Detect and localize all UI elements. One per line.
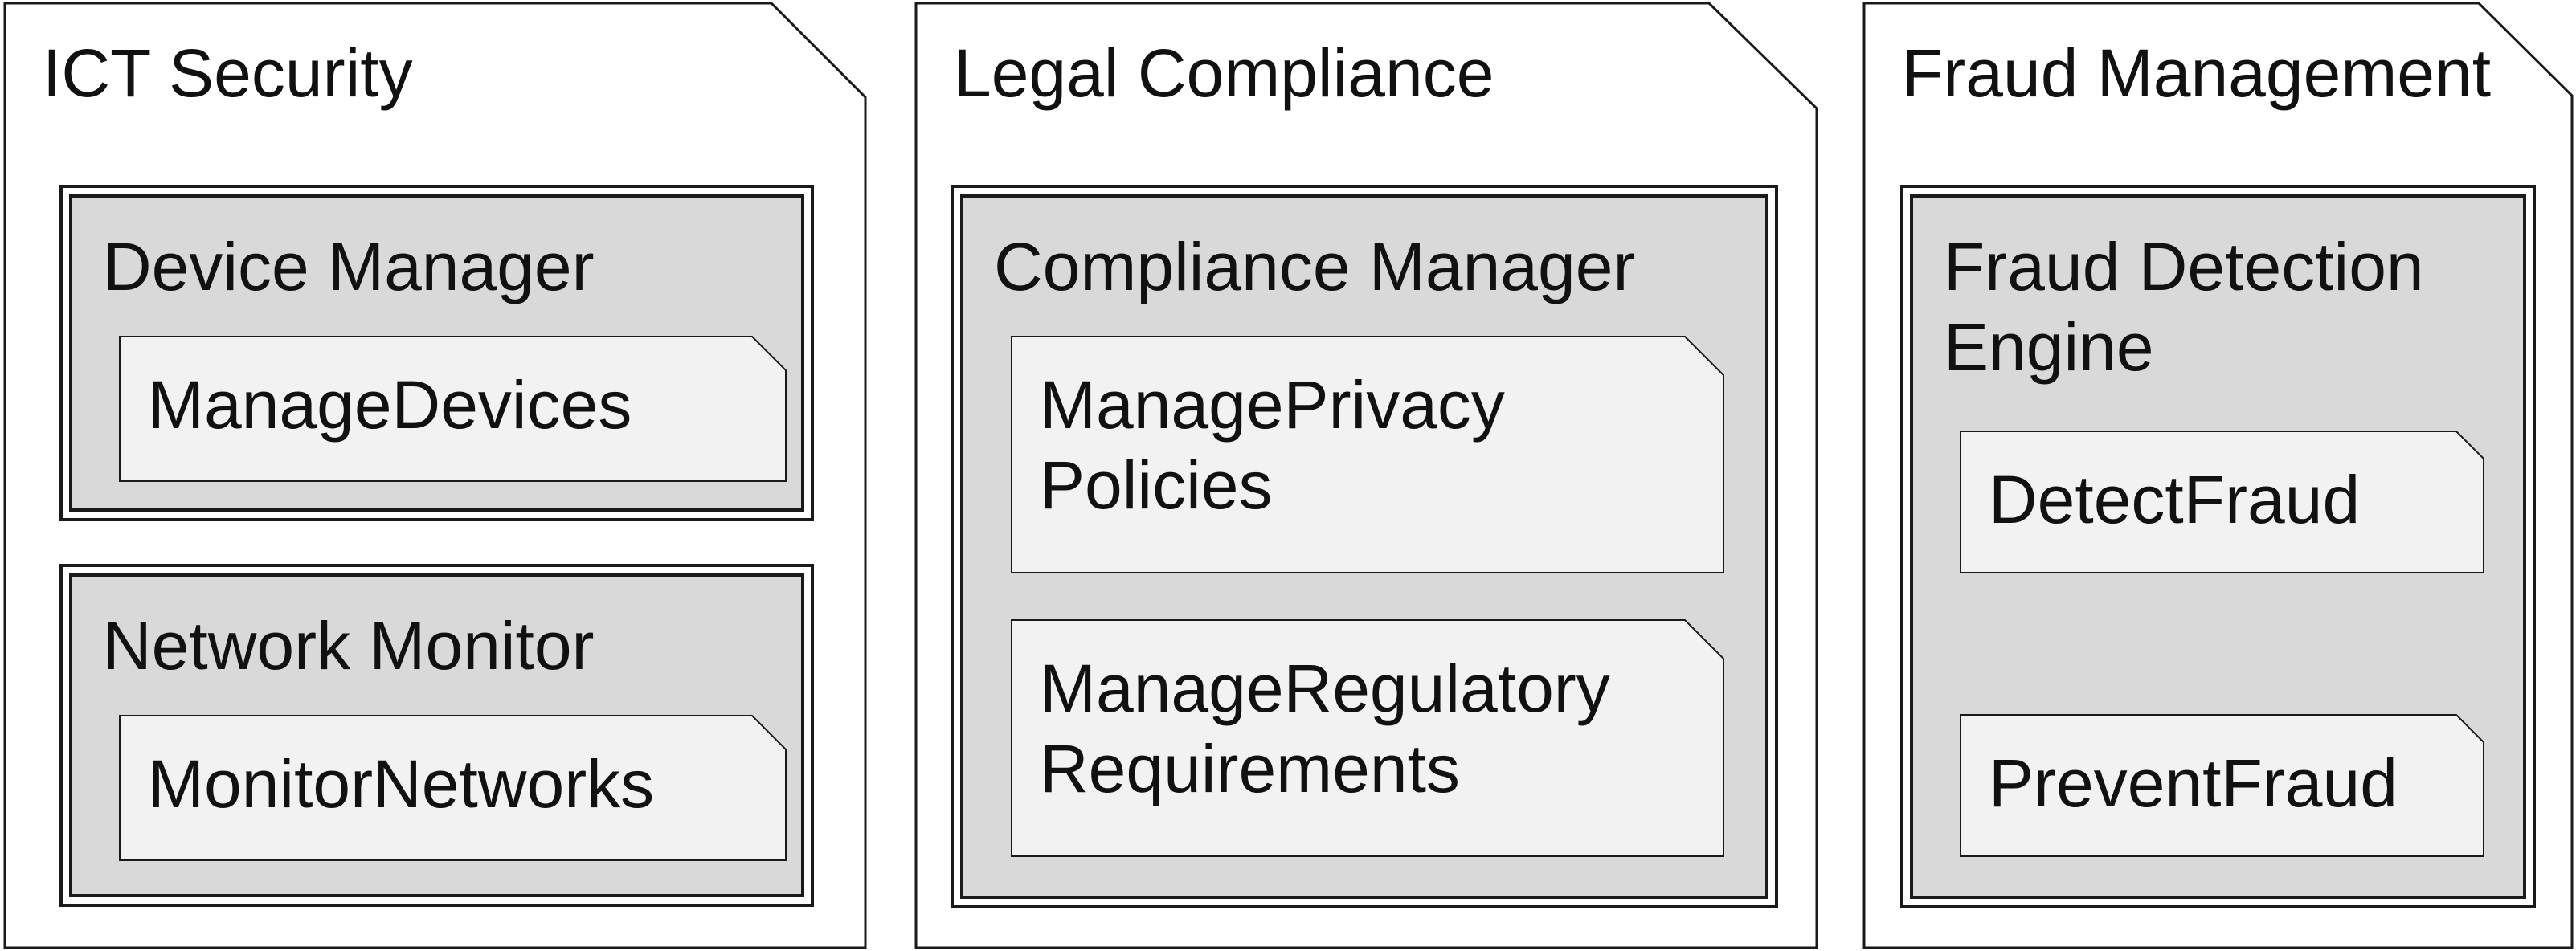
operation-label: PreventFraud bbox=[1989, 745, 2398, 821]
operation-detect-fraud: DetectFraud bbox=[1960, 431, 2484, 573]
operation-frame bbox=[1960, 714, 2484, 857]
operation-frame bbox=[119, 715, 787, 861]
operation-frame bbox=[1960, 431, 2484, 573]
package-title: Fraud Management bbox=[1902, 35, 2492, 111]
component-title: Compliance Manager bbox=[994, 229, 1636, 304]
component-compliance-manager: Compliance Manager ManagePrivacy Policie… bbox=[951, 185, 1778, 908]
operation-manage-regulatory-requirements: ManageRegulatory Requirements bbox=[1011, 619, 1724, 857]
component-title: Device Manager bbox=[103, 229, 595, 304]
component-title: Network Monitor bbox=[103, 608, 595, 684]
operation-frame bbox=[1011, 619, 1724, 857]
operation-label: ManageDevices bbox=[148, 367, 632, 443]
component-device-manager: Device Manager ManageDevices bbox=[59, 185, 814, 521]
operation-monitor-networks: MonitorNetworks bbox=[119, 715, 787, 861]
package-ict-security: ICT Security Device Manager ManageDevice… bbox=[3, 2, 867, 949]
package-title: Legal Compliance bbox=[954, 35, 1494, 111]
operation-label: DetectFraud bbox=[1989, 462, 2361, 537]
component-title: Fraud Detection Engine bbox=[1944, 229, 2424, 385]
operation-manage-privacy-policies: ManagePrivacy Policies bbox=[1011, 336, 1724, 573]
operation-frame bbox=[1011, 336, 1724, 573]
component-network-monitor: Network Monitor MonitorNetworks bbox=[59, 564, 814, 907]
operation-frame bbox=[119, 336, 787, 482]
operation-label: MonitorNetworks bbox=[148, 746, 655, 822]
operation-label: ManageRegulatory Requirements bbox=[1040, 651, 1610, 806]
operation-prevent-fraud: PreventFraud bbox=[1960, 714, 2484, 857]
operation-manage-devices: ManageDevices bbox=[119, 336, 787, 482]
component-fraud-detection-engine: Fraud Detection Engine DetectFraud Preve… bbox=[1900, 185, 2536, 908]
package-legal-compliance: Legal Compliance Compliance Manager Mana… bbox=[914, 2, 1818, 949]
package-title: ICT Security bbox=[43, 35, 413, 111]
package-fraud-management: Fraud Management Fraud Detection Engine … bbox=[1862, 2, 2574, 949]
operation-label: ManagePrivacy Policies bbox=[1040, 367, 1505, 523]
